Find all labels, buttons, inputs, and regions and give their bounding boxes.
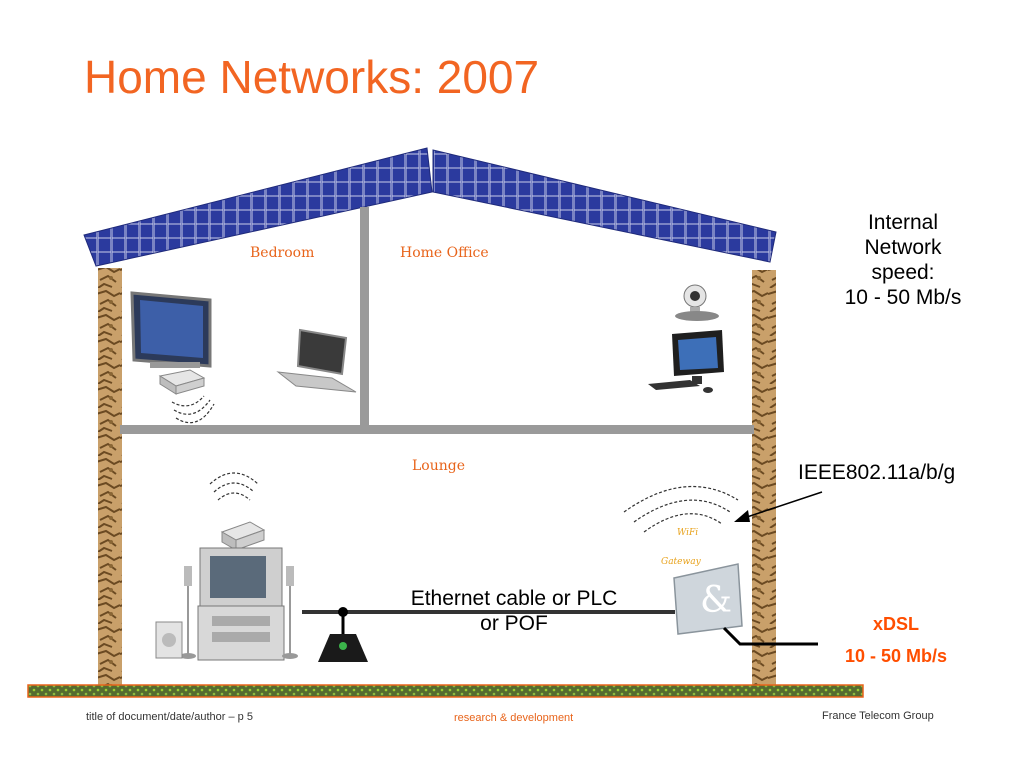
roof-right-panel [432,149,777,263]
roof [83,147,777,267]
footer-center: research & development [454,712,574,724]
webcam-icon [675,284,719,321]
roof-left-panel [83,147,433,267]
footer-right: France Telecom Group [822,710,934,722]
laptop-icon [276,328,357,393]
svg-text:&: & [700,580,732,621]
speaker-left-icon [180,566,196,659]
ieee-arrowhead [734,510,750,522]
internal-speed-line: Network [864,236,942,259]
wifi-tag: WiFi [677,528,699,538]
desktop-computer-icon [648,330,724,393]
room-label-home-office: Home Office [400,245,489,261]
ground [27,684,864,698]
right-wall [752,270,776,686]
game-console-icon [318,634,368,662]
xdsl-speed-label: 10 - 50 Mb/s [844,646,948,666]
subwoofer-icon [155,621,183,659]
room-label-lounge: Lounge [412,458,466,474]
ethernet-label-line: or POF [480,612,548,635]
bedroom-set-top-box-icon [158,369,206,395]
footer-left: title of document/date/author – p 5 [86,711,253,723]
wifi-gateway-icon: & [673,563,743,635]
left-wall [98,268,122,686]
ethernet-label: Ethernet cable or PLC or POF [380,586,648,636]
bedroom-wifi-signal-icon [171,395,215,424]
internal-speed-note: Internal Network speed: 10 - 50 Mb/s [830,210,976,310]
floor-divider [120,425,754,434]
xdsl-label: xDSL [872,614,919,634]
ethernet-label-line: Ethernet cable or PLC [410,587,618,610]
gateway-wifi-signal-icon [623,485,739,533]
cable-junction [338,607,348,617]
attic-partition [360,207,369,427]
xdsl-line [722,626,818,646]
internal-speed-line: 10 - 50 Mb/s [844,286,962,309]
lounge-wifi-signal-icon [209,472,259,501]
slide-title: Home Networks: 2007 [84,51,540,103]
internal-speed-line: speed: [871,261,935,284]
wifi-standard-label: IEEE802.11a/b/g [798,461,956,484]
speaker-right-icon [282,566,298,659]
internal-speed-line: Internal [867,211,939,234]
lounge-tv-icon [197,547,285,661]
gateway-tag: Gateway [661,557,701,567]
room-label-bedroom: Bedroom [250,245,315,261]
flat-tv-icon [130,291,212,368]
lounge-set-top-box-icon [220,521,266,551]
ieee-pointer-arrow [743,491,823,519]
